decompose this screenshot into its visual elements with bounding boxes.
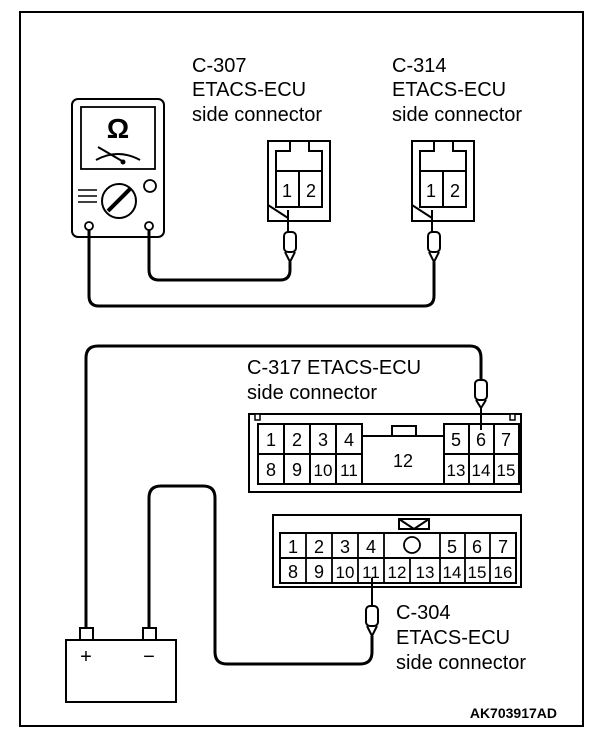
c307-pin: 2 <box>306 181 316 201</box>
figure-code: AK703917AD <box>470 705 557 721</box>
c304-pin: 11 <box>362 563 380 582</box>
wire-battery-plus-to-c317 <box>84 344 483 628</box>
meter-terminal-right <box>144 221 154 231</box>
c307-probe <box>283 231 297 265</box>
c317-pin: 9 <box>292 460 302 480</box>
c317-pin: 2 <box>292 430 302 450</box>
c304-pin: 14 <box>443 563 462 582</box>
c314-pin: 1 <box>426 181 436 201</box>
c304-pin: 10 <box>336 563 355 582</box>
c317-pin: 11 <box>340 461 358 480</box>
c317-pin: 8 <box>266 460 276 480</box>
c317-pin: 12 <box>393 451 413 471</box>
c317-pin: 6 <box>476 430 486 450</box>
c304-pin: 9 <box>314 562 324 582</box>
c317-pin: 13 <box>447 461 466 480</box>
battery-icon: + − <box>65 627 177 703</box>
wire-meter-to-c314 <box>87 230 436 308</box>
c317-pin: 14 <box>472 461 491 480</box>
c304-pin: 15 <box>468 563 487 582</box>
c314-pin: 2 <box>450 181 460 201</box>
c304-pin: 3 <box>340 537 350 557</box>
c317-connector: 1 2 3 4 8 9 10 11 12 5 6 7 13 14 15 <box>248 413 522 493</box>
c304-pin: 7 <box>498 537 508 557</box>
c304-pin: 8 <box>288 562 298 582</box>
c317-pin: 7 <box>501 430 511 450</box>
c304-pin: 4 <box>366 537 376 557</box>
c314-probe <box>427 231 441 265</box>
c304-pin: 6 <box>472 537 482 557</box>
c317-pin: 10 <box>314 461 333 480</box>
diagram-frame <box>19 11 584 727</box>
c314-label: C-314 ETACS-ECU side connector <box>392 55 522 126</box>
c317-pin: 15 <box>497 461 516 480</box>
battery-minus: − <box>143 646 155 668</box>
ohm-symbol: Ω <box>107 113 129 144</box>
c317-pin: 1 <box>266 430 276 450</box>
wire-meter-to-c307 <box>147 230 292 282</box>
c304-pin: 12 <box>388 563 407 582</box>
c314-connector: 1 2 <box>411 140 475 232</box>
c304-pin: 16 <box>494 563 513 582</box>
c307-label: C-307 ETACS-ECU side connector <box>192 55 322 126</box>
c304-pin: 2 <box>314 537 324 557</box>
meter-terminal-left <box>84 221 94 231</box>
c307-connector: 1 2 <box>267 140 331 232</box>
c317-pin: 5 <box>451 430 461 450</box>
c317-pin: 3 <box>318 430 328 450</box>
wire-battery-minus-to-c304 <box>147 484 374 666</box>
c317-pin: 4 <box>344 430 354 450</box>
c304-connector: 1 2 3 4 5 6 7 8 9 10 11 12 13 14 15 16 <box>272 514 522 588</box>
c304-pin: 5 <box>447 537 457 557</box>
c304-label: C-304 ETACS-ECU side connector <box>396 602 526 674</box>
c307-pin: 1 <box>282 181 292 201</box>
battery-plus: + <box>80 646 92 668</box>
c317-label: C-317 ETACS-ECU side connector <box>247 357 427 404</box>
ohmmeter-icon: Ω <box>71 98 165 238</box>
c304-pin: 1 <box>288 537 298 557</box>
c304-pin: 13 <box>416 563 435 582</box>
